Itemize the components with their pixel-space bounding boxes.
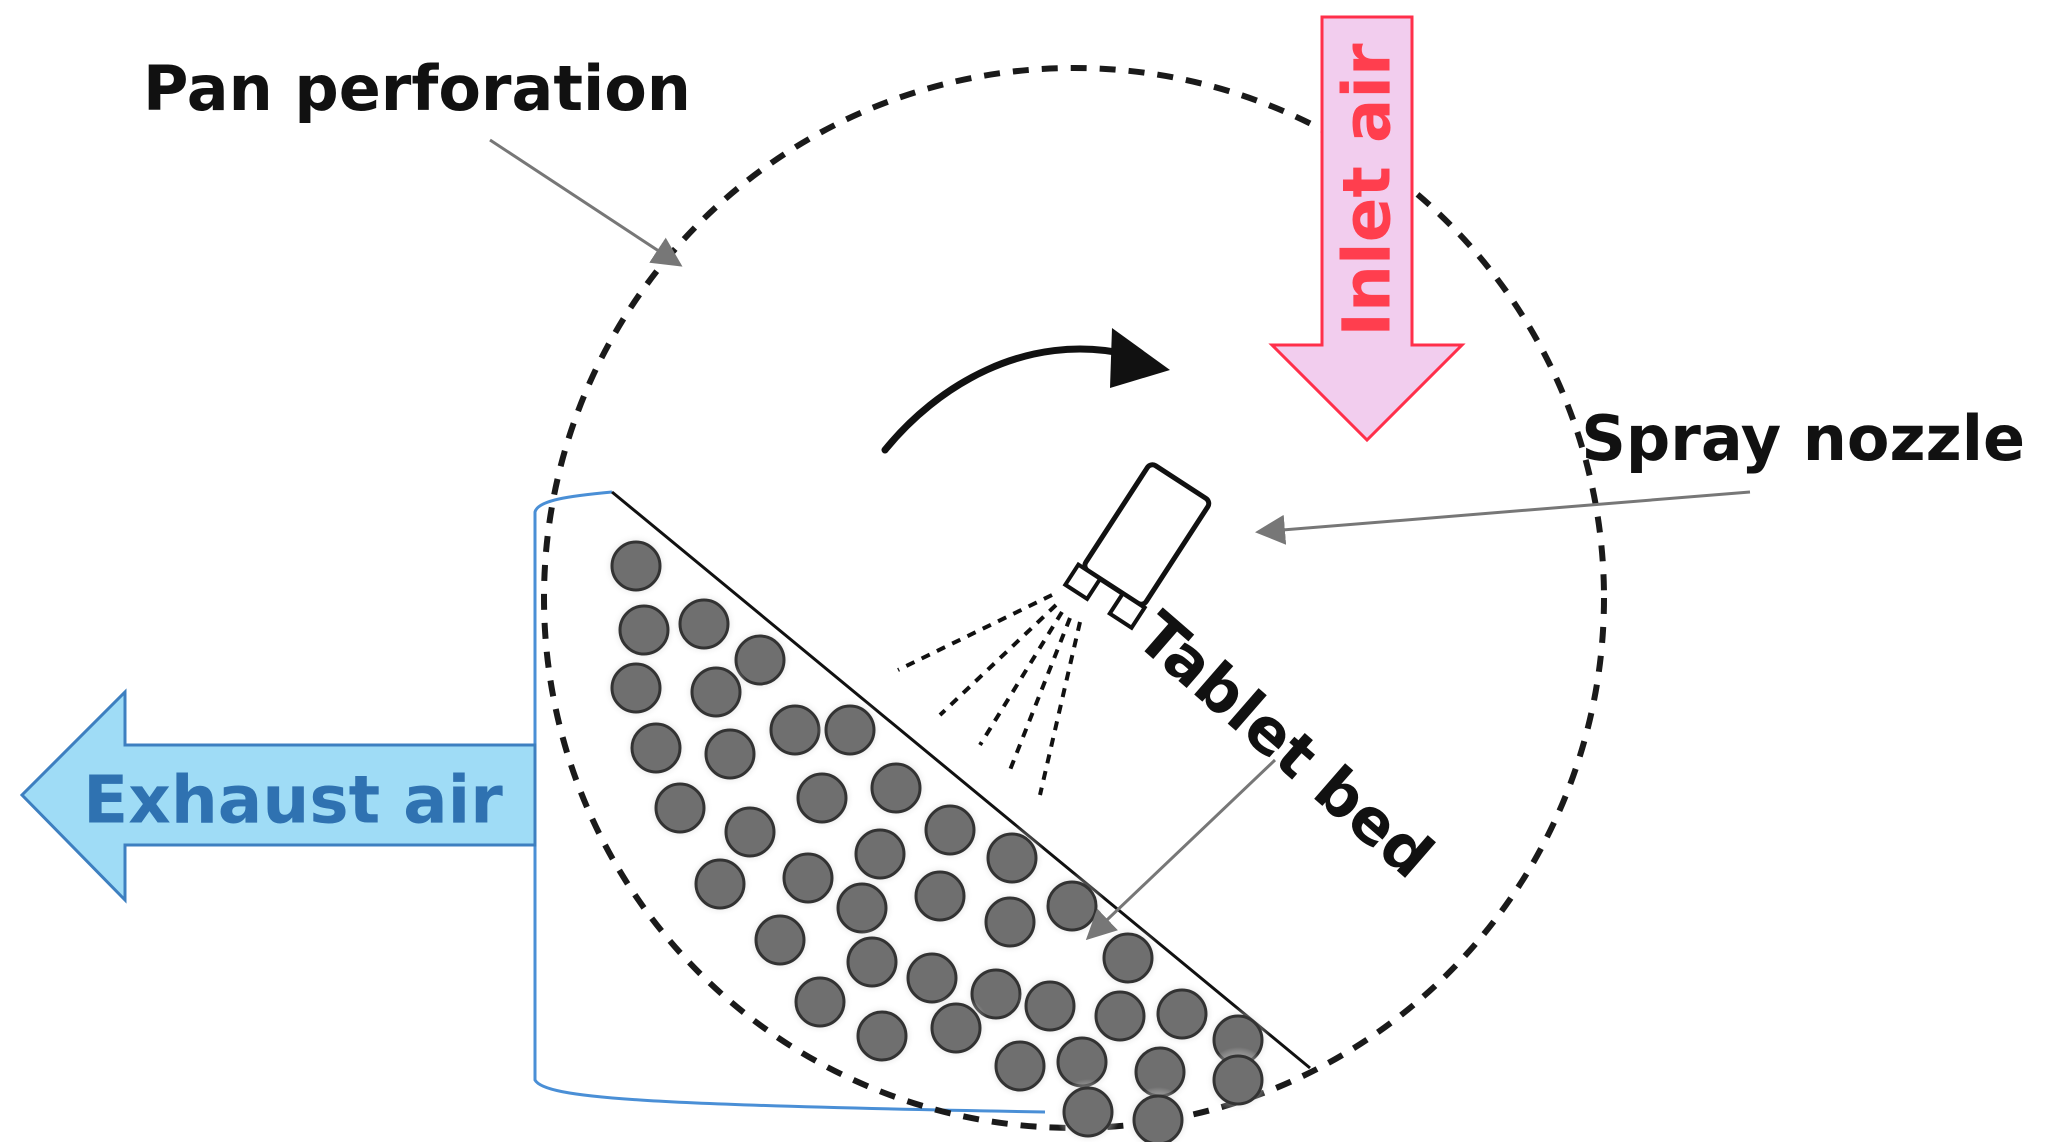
tablet	[610, 540, 662, 592]
tablet	[1056, 1036, 1108, 1088]
tablet	[854, 828, 906, 880]
tablet	[678, 598, 730, 650]
tablet	[906, 952, 958, 1004]
tablet	[654, 782, 706, 834]
tablet-bed-surface	[611, 490, 1311, 1070]
rotation-arrow	[881, 328, 1170, 454]
tablet	[694, 858, 746, 910]
tablet-group	[603, 533, 1271, 1142]
tablet	[704, 728, 756, 780]
exhaust-air-arrow-shape	[19, 688, 537, 904]
tablet	[782, 852, 834, 904]
tablet	[1062, 1086, 1114, 1138]
tablet	[734, 634, 786, 686]
tablet	[796, 772, 848, 824]
exhaust-air-arrow: Exhaust air	[19, 688, 537, 904]
tablet	[1212, 1054, 1264, 1106]
tablet-bed-leader	[1085, 758, 1277, 941]
tablet	[630, 722, 682, 774]
tablet	[994, 1040, 1046, 1092]
tablet	[1046, 880, 1098, 932]
tablet	[836, 882, 888, 934]
tablet	[690, 666, 742, 718]
tablet	[1024, 980, 1076, 1032]
tablet	[924, 804, 976, 856]
tablet	[870, 762, 922, 814]
tablet	[610, 662, 662, 714]
inlet-air-arrow: Inlet air	[1268, 15, 1466, 443]
tablet	[824, 704, 876, 756]
tablet	[984, 896, 1036, 948]
tablet	[846, 936, 898, 988]
tablet	[1132, 1094, 1184, 1142]
spray-nozzle-leader	[1255, 490, 1751, 545]
pan-perforation-label: Pan perforation	[143, 52, 691, 125]
spray-nozzle	[1062, 462, 1212, 631]
tablet	[1102, 932, 1154, 984]
tablet	[769, 704, 821, 756]
tablet	[986, 832, 1038, 884]
spray-nozzle-label: Spray nozzle	[1581, 402, 2025, 475]
inlet-air-label: Inlet air	[1329, 43, 1406, 337]
exhaust-duct	[533, 490, 1046, 1114]
spray-pattern	[897, 593, 1082, 796]
tablet	[1156, 988, 1208, 1040]
pan-perforation-leader	[489, 138, 683, 267]
exhaust-air-label: Exhaust air	[83, 762, 503, 839]
tablet	[930, 1002, 982, 1054]
tablet	[914, 870, 966, 922]
tablet	[794, 976, 846, 1028]
tablet	[856, 1010, 908, 1062]
tablet	[724, 806, 776, 858]
tablet	[754, 914, 806, 966]
tablet	[618, 604, 670, 656]
tablet-bed-label: Tablet bed	[1123, 597, 1447, 892]
pan-drum	[541, 65, 1607, 1131]
tablet	[1094, 990, 1146, 1042]
inlet-air-arrow-shape	[1268, 15, 1466, 443]
